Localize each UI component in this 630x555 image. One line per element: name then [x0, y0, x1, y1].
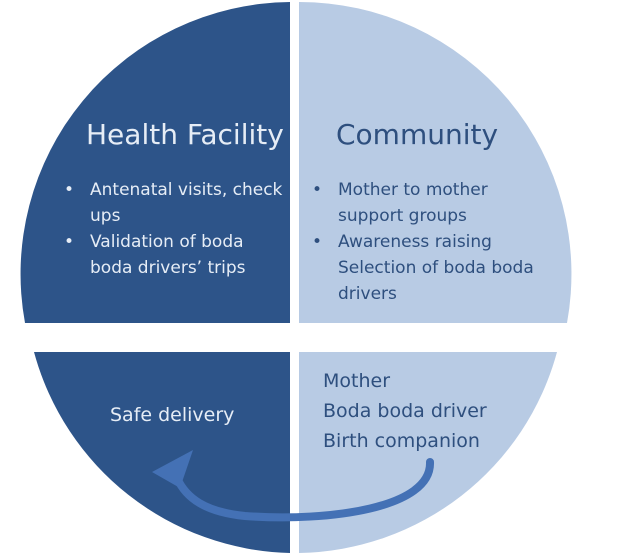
list-item: •Validation of boda boda drivers’ trips	[64, 232, 246, 278]
curved-arrow-icon	[152, 450, 435, 522]
health-facility-title: Health Facility	[86, 118, 284, 151]
health-facility-list: •Antenatal visits, check ups •Validation…	[62, 177, 287, 281]
community-title: Community	[336, 118, 499, 151]
list-item: •Awareness raising	[312, 232, 492, 252]
list-item: •Mother to mother support groups	[312, 180, 488, 226]
outcome-quadrant	[34, 352, 290, 553]
list-item: Selection of boda boda drivers	[338, 258, 534, 304]
health-facility-quadrant	[20, 2, 291, 323]
list-item: Mother	[323, 370, 391, 392]
safe-delivery-label: Safe delivery	[110, 404, 235, 426]
actors-list: Mother Boda boda driver Birth companion	[323, 366, 487, 456]
actors-quadrant	[299, 352, 557, 553]
community-list: •Mother to mother support groups •Awaren…	[310, 177, 545, 307]
list-item: Birth companion	[323, 430, 480, 452]
community-quadrant	[299, 1, 572, 323]
list-item: Boda boda driver	[323, 400, 487, 422]
list-item: •Antenatal visits, check ups	[64, 180, 283, 226]
